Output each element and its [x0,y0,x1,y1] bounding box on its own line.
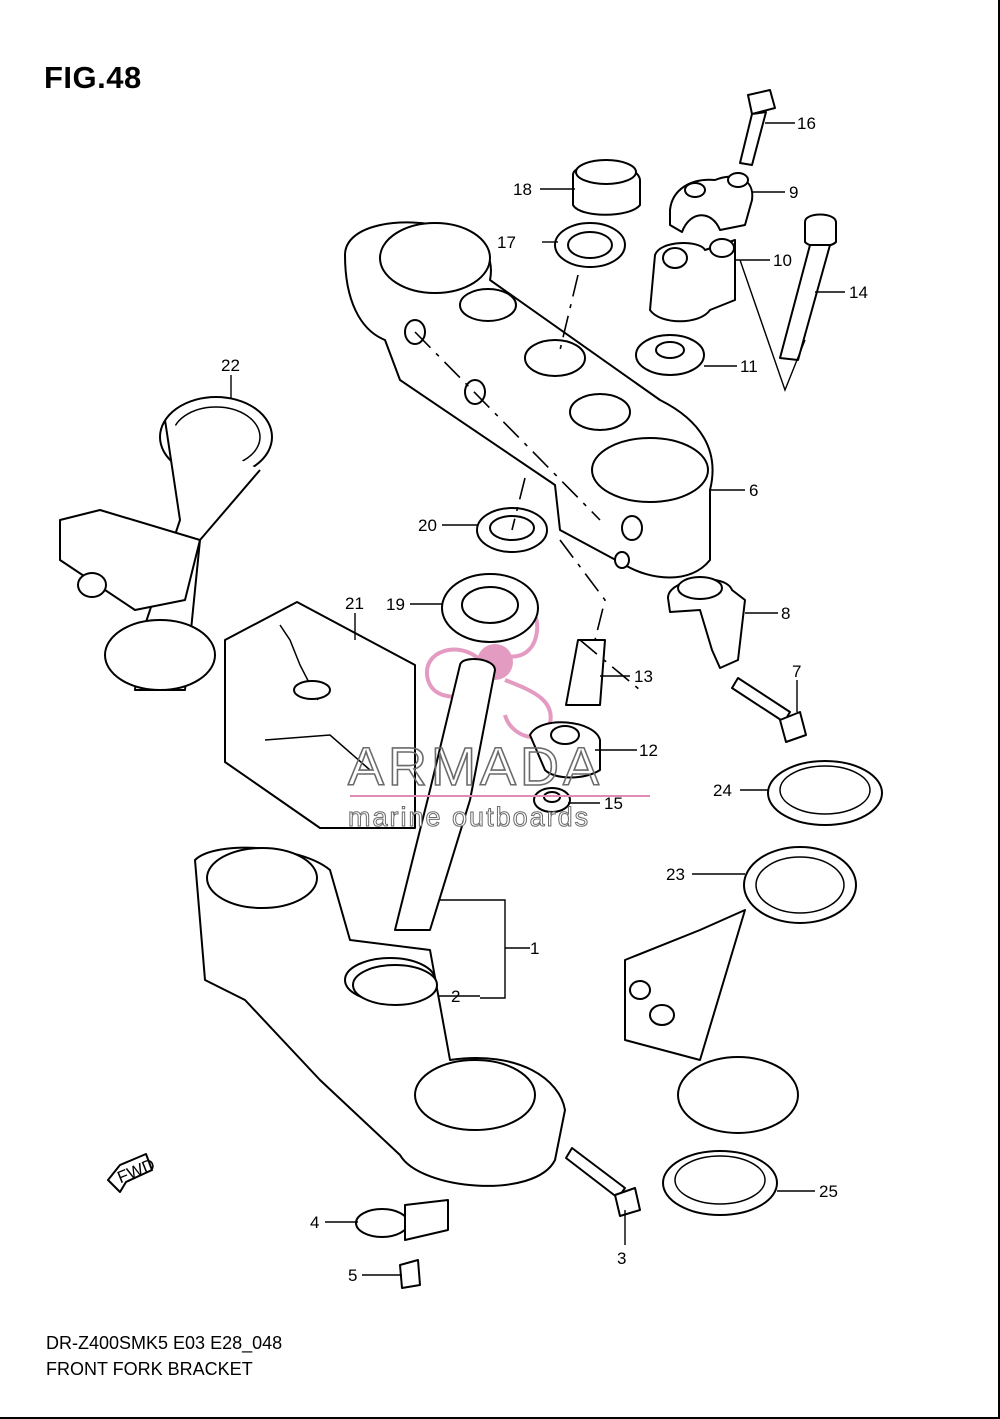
callout-2: 2 [451,987,460,1006]
callout-numbers: 1 2 3 4 5 6 7 8 9 10 11 12 13 14 15 16 1… [221,114,868,1285]
watermark-brand: ARMADA [348,737,603,797]
bearing-19 [441,573,539,643]
screw-5 [399,1259,421,1289]
callout-3: 3 [617,1249,626,1268]
callout-1: 1 [530,939,539,958]
upper-fork-bracket [344,221,714,579]
callout-21: 21 [345,594,364,613]
clamp-4 [355,1199,449,1241]
callout-8: 8 [781,604,790,623]
leader-lines [230,122,845,1276]
callout-23: 23 [666,865,685,884]
callout-11: 11 [740,357,758,376]
bolt-7 [731,677,807,743]
callout-15: 15 [604,794,623,813]
callout-19: 19 [386,595,405,614]
callout-16: 16 [797,114,816,133]
callout-4: 4 [310,1213,319,1232]
seal-24 [767,760,883,826]
spacer-13 [565,639,606,706]
key-set-21 [224,601,416,829]
callout-22: 22 [221,356,240,375]
damper-12 [529,721,601,779]
callout-24: 24 [713,781,732,800]
part-name: FRONT FORK BRACKET [46,1359,253,1379]
callout-25: 25 [819,1182,838,1201]
cover-23 [624,846,857,1134]
cap-18 [572,159,641,216]
callout-9: 9 [789,183,798,202]
callout-7: 7 [792,662,801,681]
callout-20: 20 [418,516,437,535]
callout-12: 12 [639,741,658,760]
callout-17: 17 [497,233,516,252]
bolt-14 [779,213,837,361]
cover-22 [59,396,273,691]
bolt-16 [739,89,776,166]
bracket-8 [667,576,746,669]
callout-18: 18 [513,180,532,199]
figure-title: FIG.48 [44,60,142,95]
callout-14: 14 [849,283,868,302]
bolt-3 [565,1147,641,1217]
cushion-11 [635,334,705,376]
fwd-label: FWD [115,1155,158,1187]
fwd-direction-marker: FWD [107,1153,158,1193]
callout-13: 13 [634,667,653,686]
steering-stem-1 [194,658,566,1187]
callout-5: 5 [348,1266,357,1285]
dust-seal-2 [352,964,438,1006]
assembly-lines [414,274,641,691]
model-code: DR-Z400SMK5 E03 E28_048 [46,1333,283,1353]
callout-10: 10 [773,251,792,270]
handlebar-holder-lower-10 [649,238,736,323]
callout-6: 6 [749,481,758,500]
seal-25 [662,1150,778,1216]
watermark: ARMADA marine outboards [347,736,650,833]
handlebar-holder-upper-9 [669,172,754,233]
watermark-tagline: marine outboards [348,802,590,832]
washer-17 [554,222,626,268]
